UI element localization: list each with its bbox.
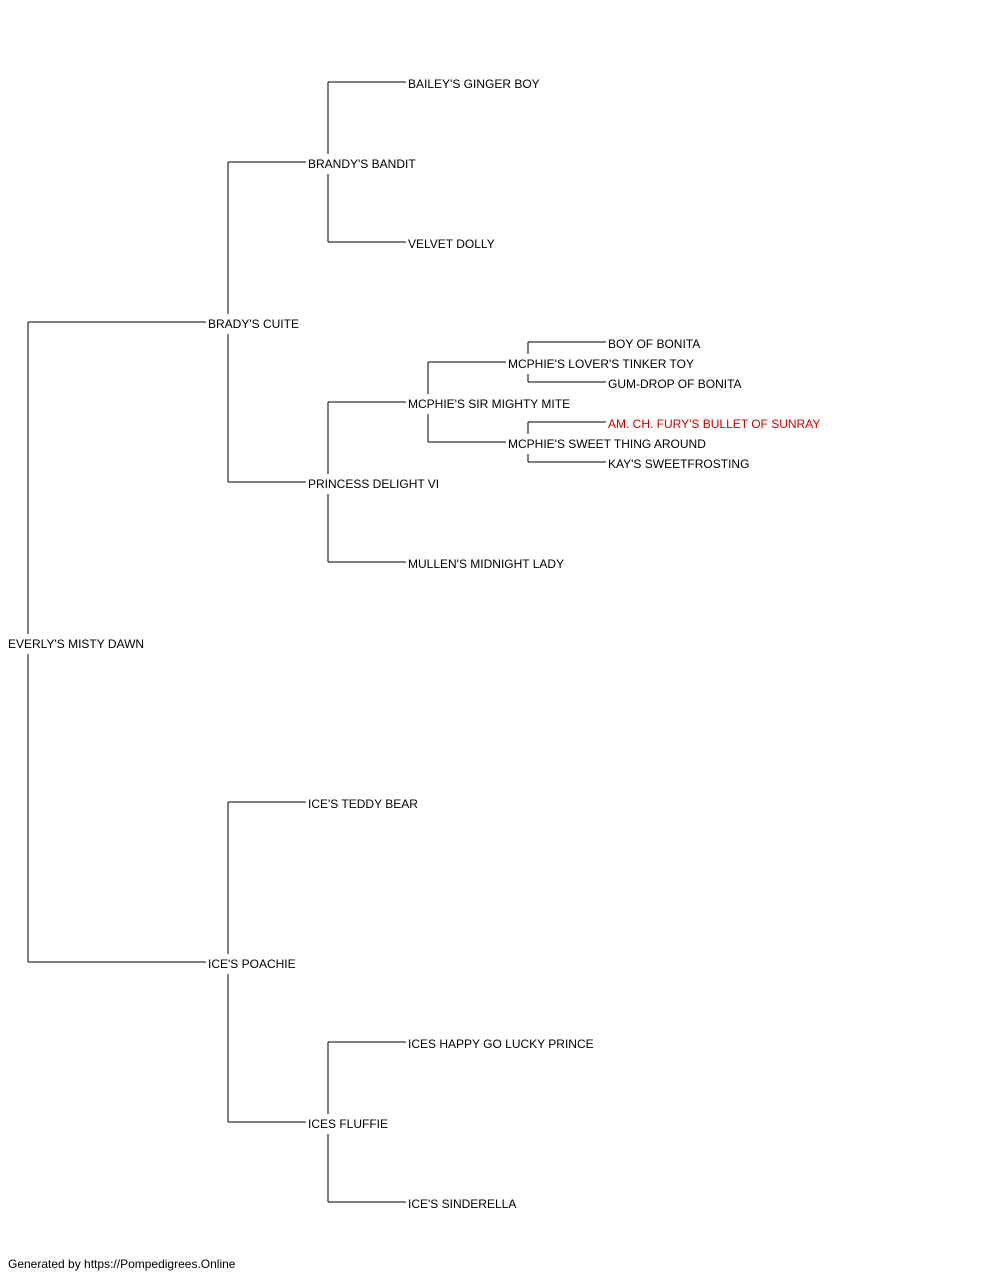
pedigree-name-ss-dam: VELVET DOLLY <box>408 237 495 251</box>
pedigree-name-sds-dam: MCPHIE'S SWEET THING AROUND <box>508 437 706 451</box>
pedigree-connectors <box>27 81 606 1203</box>
pedigree-name-sdss-dam: GUM-DROP OF BONITA <box>608 377 742 391</box>
pedigree-labels: EVERLY'S MISTY DAWN BRADY'S CUITE ICE'S PO… <box>8 77 820 1211</box>
pedigree-name-sdss-sire: BOY OF BONITA <box>608 337 700 351</box>
pedigree-name-sd-dam: MULLEN'S MIDNIGHT LADY <box>408 557 564 571</box>
pedigree-name-sire-dam: PRINCESS DELIGHT VI <box>308 477 439 491</box>
pedigree-name-dam-dam: ICES FLUFFIE <box>308 1117 388 1131</box>
pedigree-name-sire: BRADY'S CUITE <box>208 317 299 331</box>
pedigree-name-subject: EVERLY'S MISTY DAWN <box>8 637 144 651</box>
pedigree-name-sds-sire: MCPHIE'S LOVER'S TINKER TOY <box>508 357 694 371</box>
pedigree-name-sdsd-dam: KAY'S SWEETFROSTING <box>608 457 749 471</box>
pedigree-name-dam-sire: ICE'S TEDDY BEAR <box>308 797 418 811</box>
pedigree-name-dd-dam: ICE'S SINDERELLA <box>408 1197 516 1211</box>
pedigree-name-sdsd-sire: AM. CH. FURY'S BULLET OF SUNRAY <box>608 417 820 431</box>
pedigree-name-ss-sire: BAILEY'S GINGER BOY <box>408 77 540 91</box>
pedigree-name-sd-sire: MCPHIE'S SIR MIGHTY MITE <box>408 397 570 411</box>
pedigree-name-dd-sire: ICES HAPPY GO LUCKY PRINCE <box>408 1037 594 1051</box>
generated-by-footer: Generated by https://Pompedigrees.Online <box>8 1257 236 1271</box>
pedigree-name-dam: ICE'S POACHIE <box>208 957 296 971</box>
pedigree-name-sire-sire: BRANDY'S BANDIT <box>308 157 416 171</box>
